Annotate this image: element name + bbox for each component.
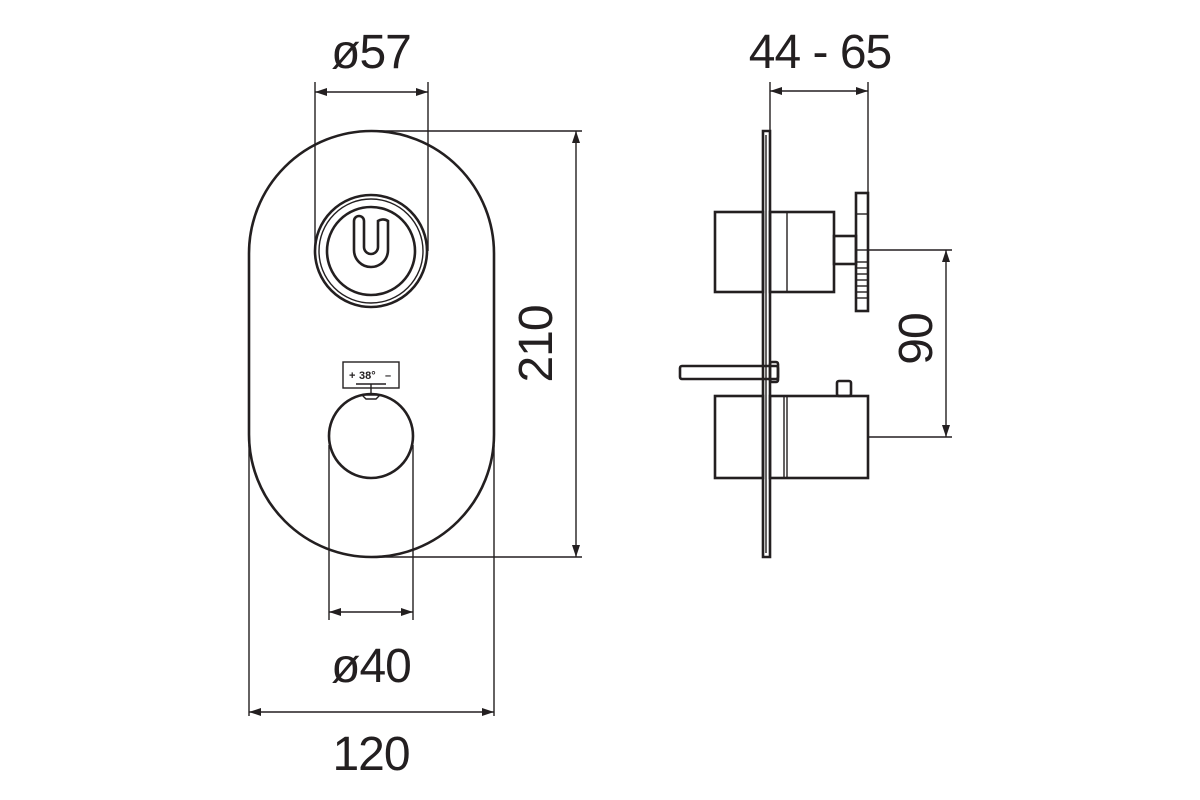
side-view: 44 - 65 90 [678,26,952,559]
scale-temperature: 38° [359,370,376,382]
scale-plus: + [349,370,355,382]
label-knob-diameter: ø40 [331,640,411,693]
label-plate-width: 120 [332,728,409,781]
thermostat-knob [327,392,415,480]
safety-stop-button [835,379,853,398]
upper-handle-body [768,210,836,294]
knurling [856,261,868,299]
knob-indicator [360,394,382,400]
diverter-knob-side [854,191,870,313]
diverter-outer-ring [313,193,429,309]
lower-body-rear [713,394,765,480]
label-projection-range: 44 - 65 [749,26,891,79]
front-view: + 38° – ø57 ø40 120 210 [247,26,582,781]
label-axis-spacing: 90 [890,313,943,364]
front-extension-lines [248,82,582,716]
side-extension-lines [769,82,952,438]
pin-cap [768,360,780,384]
upper-body-rear [713,210,765,294]
diverter-inner-ring [318,198,424,304]
thermostat-scale: + 38° – [342,361,400,395]
diverter-handle [313,193,429,309]
scale-minus: – [385,370,391,382]
label-handle-diameter: ø57 [331,26,411,79]
label-plate-height: 210 [510,305,563,382]
diverter-knob [325,205,417,297]
diverter-slot-lever [352,214,390,269]
upper-spindle [832,234,858,266]
thermostat-knob-outline [327,392,415,480]
